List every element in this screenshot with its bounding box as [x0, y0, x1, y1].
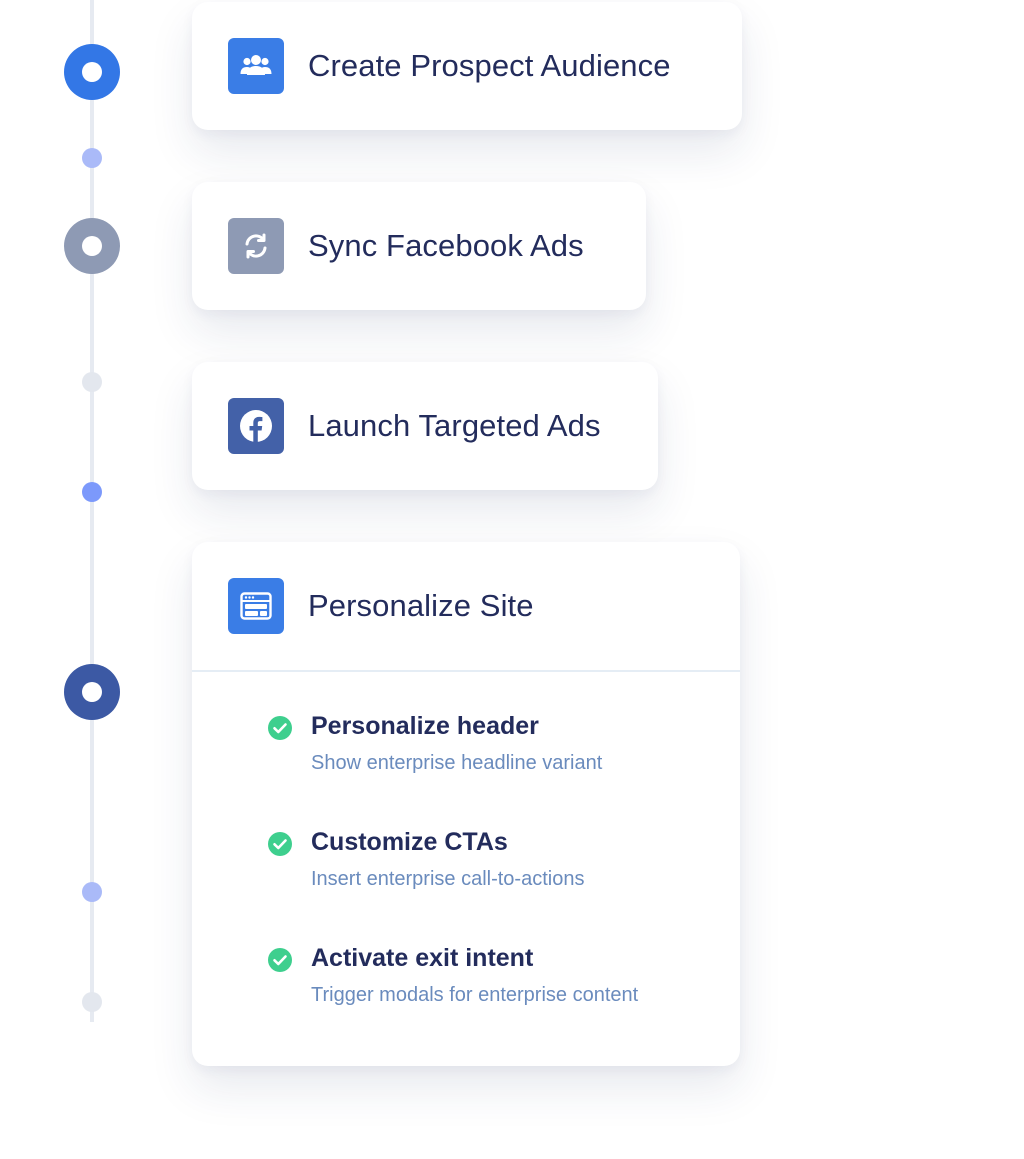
- timeline-dot: [82, 482, 102, 502]
- task-title: Personalize header: [311, 712, 539, 740]
- timeline-line: [90, 0, 94, 1022]
- step-title: Personalize Site: [308, 588, 534, 623]
- task-subtitle: Insert enterprise call-to-actions: [311, 868, 585, 890]
- step-title: Create Prospect Audience: [308, 48, 671, 83]
- check-circle-icon: [268, 948, 292, 972]
- step-card-sync-ads[interactable]: Sync Facebook Ads: [192, 182, 646, 310]
- check-circle-icon: [268, 716, 292, 740]
- task-title: Activate exit intent: [311, 944, 534, 972]
- timeline-dot: [82, 148, 102, 168]
- timeline-dot: [82, 882, 102, 902]
- timeline-node-create-audience: [64, 44, 120, 100]
- sync-icon: [228, 218, 284, 274]
- card-divider: [192, 670, 740, 672]
- step-card-personalize-site[interactable]: Personalize Site Personalize header Show…: [192, 542, 740, 1066]
- users-icon: [228, 38, 284, 94]
- check-circle-icon: [268, 832, 292, 856]
- timeline-dot: [82, 992, 102, 1012]
- timeline-dot: [82, 372, 102, 392]
- step-title: Sync Facebook Ads: [308, 228, 584, 263]
- timeline-node-personalize-site: [64, 664, 120, 720]
- timeline-node-sync-ads: [64, 218, 120, 274]
- step-title: Launch Targeted Ads: [308, 408, 601, 443]
- step-card-create-audience[interactable]: Create Prospect Audience: [192, 2, 742, 130]
- browser-layout-icon: [228, 578, 284, 634]
- task-title: Customize CTAs: [311, 828, 508, 856]
- task-subtitle: Trigger modals for enterprise content: [311, 984, 639, 1006]
- task-subtitle: Show enterprise headline variant: [311, 752, 603, 774]
- facebook-icon: [228, 398, 284, 454]
- step-card-launch-ads[interactable]: Launch Targeted Ads: [192, 362, 658, 490]
